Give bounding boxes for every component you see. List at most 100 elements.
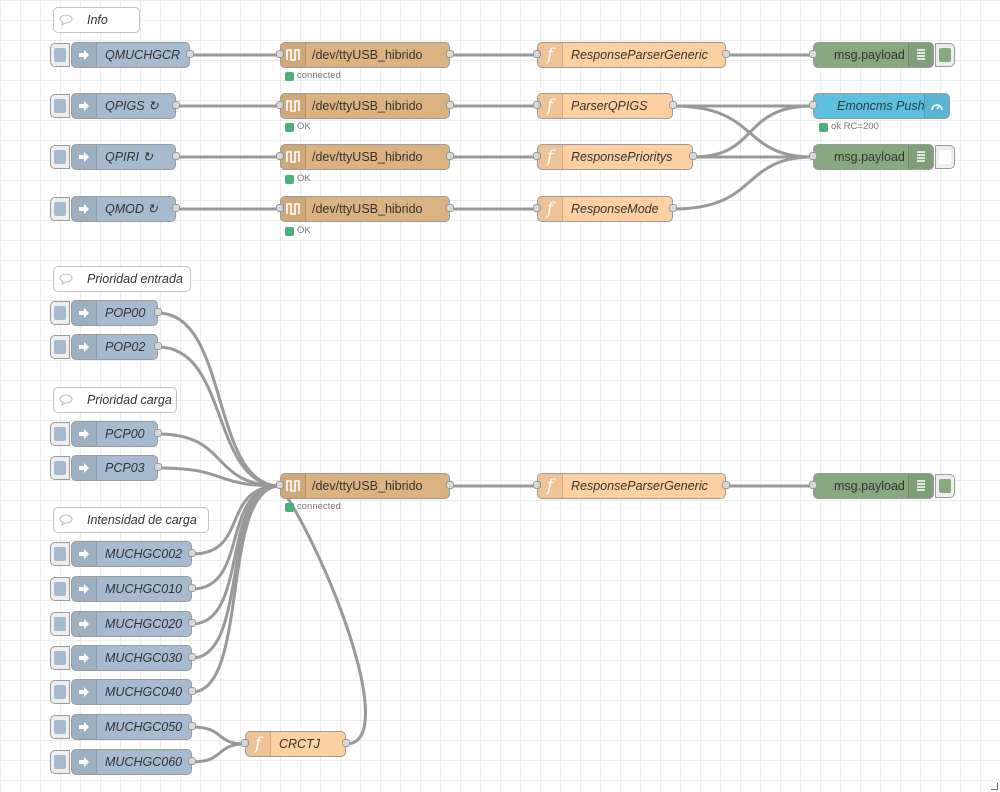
- output-port[interactable]: [172, 152, 180, 160]
- output-port[interactable]: [722, 50, 730, 58]
- output-port[interactable]: [188, 619, 196, 627]
- inject-pcp00[interactable]: PCP00: [50, 421, 162, 447]
- input-port[interactable]: [276, 481, 284, 489]
- output-port[interactable]: [154, 308, 162, 316]
- function-node-4[interactable]: f ResponseMode: [533, 196, 677, 222]
- function-node-1[interactable]: f ResponseParserGeneric: [533, 42, 730, 68]
- output-port[interactable]: [154, 342, 162, 350]
- inject-trigger-button[interactable]: [50, 715, 70, 739]
- output-port[interactable]: [446, 152, 454, 160]
- input-port[interactable]: [533, 481, 541, 489]
- output-port[interactable]: [154, 463, 162, 471]
- comment-prioridad-entrada[interactable]: Prioridad entrada: [53, 266, 191, 292]
- input-port[interactable]: [809, 50, 817, 58]
- debug-node-3[interactable]: msg.payload: [809, 473, 955, 499]
- input-port[interactable]: [809, 152, 817, 160]
- emoncms-push-node[interactable]: Emoncms Push: [809, 93, 950, 119]
- inject-qpiri[interactable]: QPIRI ↻: [50, 144, 180, 170]
- input-port[interactable]: [276, 204, 284, 212]
- input-port[interactable]: [276, 152, 284, 160]
- serial-node-1[interactable]: /dev/ttyUSB_hibrido: [276, 42, 454, 68]
- output-port[interactable]: [342, 739, 350, 747]
- node-label: CRCTJ: [279, 737, 320, 751]
- inject-pop02[interactable]: POP02: [50, 334, 162, 360]
- output-port[interactable]: [172, 204, 180, 212]
- node-label: msg.payload: [834, 48, 905, 62]
- serial-node-2[interactable]: /dev/ttyUSB_hibrido: [276, 93, 454, 119]
- inject-pcp03[interactable]: PCP03: [50, 455, 162, 481]
- node-label: ResponseParserGeneric: [571, 48, 708, 62]
- function-node-crctj[interactable]: f CRCTJ: [241, 731, 350, 757]
- inject-trigger-button[interactable]: [50, 577, 70, 601]
- input-port[interactable]: [809, 481, 817, 489]
- output-port[interactable]: [154, 429, 162, 437]
- inject-trigger-button[interactable]: [50, 43, 70, 67]
- input-port[interactable]: [533, 204, 541, 212]
- function-node-5[interactable]: f ResponseParserGeneric: [533, 473, 730, 499]
- node-label: MUCHGC010: [105, 582, 183, 596]
- input-port[interactable]: [533, 101, 541, 109]
- debug-toggle-button[interactable]: [935, 43, 955, 67]
- inject-trigger-button[interactable]: [50, 145, 70, 169]
- output-port[interactable]: [172, 101, 180, 109]
- inject-pop00[interactable]: POP00: [50, 300, 162, 326]
- output-port[interactable]: [186, 50, 194, 58]
- inject-muchgc030[interactable]: MUCHGC030: [50, 645, 196, 671]
- inject-muchgc060[interactable]: MUCHGC060: [50, 749, 196, 775]
- inject-trigger-button[interactable]: [50, 94, 70, 118]
- output-port[interactable]: [188, 722, 196, 730]
- inject-trigger-button[interactable]: [50, 456, 70, 480]
- inject-muchgc020[interactable]: MUCHGC020: [50, 611, 196, 637]
- inject-muchgc050[interactable]: MUCHGC050: [50, 714, 196, 740]
- inject-qmuchgcr[interactable]: QMUCHGCR: [50, 42, 194, 68]
- input-port[interactable]: [276, 101, 284, 109]
- input-port[interactable]: [276, 50, 284, 58]
- inject-qpigs[interactable]: QPIGS ↻: [50, 93, 180, 119]
- inject-trigger-button[interactable]: [50, 301, 70, 325]
- serial-node-4[interactable]: /dev/ttyUSB_hibrido: [276, 196, 454, 222]
- inject-trigger-button[interactable]: [50, 646, 70, 670]
- comment-info[interactable]: Info: [53, 7, 140, 33]
- output-port[interactable]: [669, 101, 677, 109]
- output-port[interactable]: [669, 204, 677, 212]
- list-lines-icon: [908, 145, 933, 169]
- output-port[interactable]: [446, 204, 454, 212]
- comment-prioridad-carga[interactable]: Prioridad carga: [53, 387, 177, 413]
- inject-muchgc040[interactable]: MUCHGC040: [50, 679, 196, 705]
- output-port[interactable]: [188, 584, 196, 592]
- inject-qmod[interactable]: QMOD ↻: [50, 196, 180, 222]
- serial-node-3[interactable]: /dev/ttyUSB_hibrido: [276, 144, 454, 170]
- debug-node-2[interactable]: msg.payload: [809, 144, 955, 170]
- output-port[interactable]: [188, 549, 196, 557]
- inject-trigger-button[interactable]: [50, 750, 70, 774]
- output-port[interactable]: [188, 653, 196, 661]
- inject-muchgc002[interactable]: MUCHGC002: [50, 541, 196, 567]
- node-label: /dev/ttyUSB_hibrido: [312, 479, 423, 493]
- input-port[interactable]: [809, 101, 817, 109]
- inject-trigger-button[interactable]: [50, 542, 70, 566]
- output-port[interactable]: [446, 50, 454, 58]
- inject-trigger-button[interactable]: [50, 680, 70, 704]
- output-port[interactable]: [188, 757, 196, 765]
- output-port[interactable]: [446, 101, 454, 109]
- node-status: OK: [285, 172, 311, 186]
- inject-trigger-button[interactable]: [50, 612, 70, 636]
- function-node-3[interactable]: f ResponsePrioritys: [533, 144, 697, 170]
- comment-intensidad-carga[interactable]: Intensidad de carga: [53, 507, 209, 533]
- inject-trigger-button[interactable]: [50, 422, 70, 446]
- output-port[interactable]: [722, 481, 730, 489]
- function-node-2[interactable]: f ParserQPIGS: [533, 93, 677, 119]
- serial-node-5[interactable]: /dev/ttyUSB_hibrido: [276, 473, 454, 499]
- output-port[interactable]: [188, 687, 196, 695]
- debug-node-1[interactable]: msg.payload: [809, 42, 955, 68]
- input-port[interactable]: [533, 152, 541, 160]
- debug-toggle-button[interactable]: [935, 145, 955, 169]
- output-port[interactable]: [689, 152, 697, 160]
- debug-toggle-button[interactable]: [935, 474, 955, 498]
- inject-trigger-button[interactable]: [50, 197, 70, 221]
- inject-trigger-button[interactable]: [50, 335, 70, 359]
- input-port[interactable]: [533, 50, 541, 58]
- input-port[interactable]: [241, 739, 249, 747]
- output-port[interactable]: [446, 481, 454, 489]
- inject-muchgc010[interactable]: MUCHGC010: [50, 576, 196, 602]
